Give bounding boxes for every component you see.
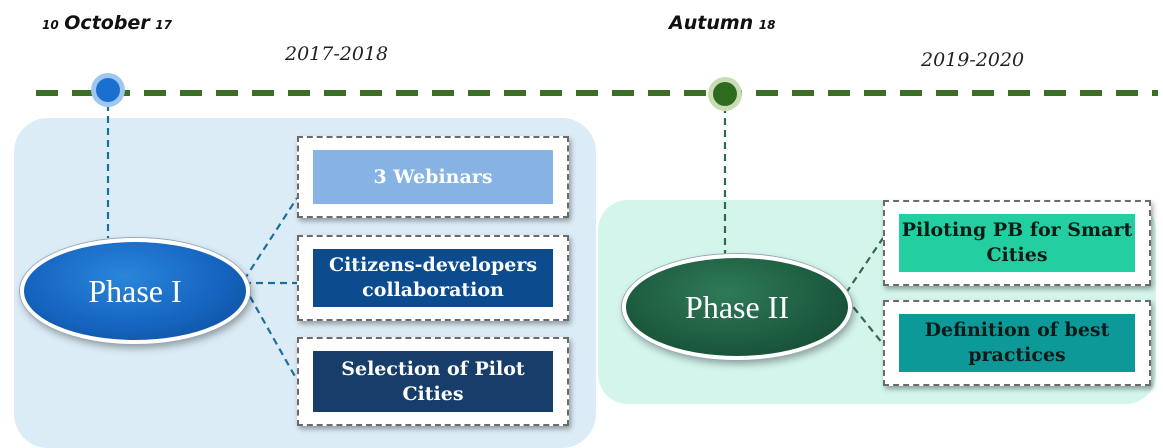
activity-piloting-frame: Piloting PB for Smart Cities — [883, 200, 1151, 286]
phase-1-connector-webinars — [243, 197, 298, 281]
milestone-1-year: 17 — [155, 18, 172, 32]
activity-citizens-developers: Citizens-developers collaboration — [313, 249, 553, 307]
phase-1-label: Phase I — [88, 272, 182, 309]
phase-2-ellipse: Phase II — [622, 254, 852, 360]
milestone-1-dot — [96, 78, 120, 102]
milestone-2-season: Autumn — [669, 12, 754, 34]
activity-webinars: 3 Webinars — [313, 150, 553, 204]
milestone-1-month: October — [64, 12, 150, 34]
activity-selection-frame: Selection of Pilot Cities — [297, 337, 569, 426]
milestone-2-year: 18 — [758, 18, 776, 32]
activity-selection-pilot-cities: Selection of Pilot Cities — [313, 351, 553, 412]
phase-2-label: Phase II — [685, 288, 789, 325]
milestone-2-label: Autumn 18 — [669, 12, 775, 34]
activity-piloting-pb: Piloting PB for Smart Cities — [899, 214, 1135, 272]
activity-best-practices-frame: Definition of best practices — [883, 300, 1151, 386]
period-1-label: 2017-2018 — [285, 43, 389, 65]
activity-best-practices: Definition of best practices — [899, 314, 1135, 372]
phase-2-connector-piloting — [845, 237, 884, 294]
milestone-2-dot — [713, 82, 737, 106]
milestone-1-label: 10 October 17 — [42, 12, 172, 34]
phase-1-ellipse: Phase I — [20, 238, 250, 344]
milestone-1-day: 10 — [42, 18, 59, 32]
period-2-label: 2019-2020 — [921, 49, 1025, 71]
activity-citizens-frame: Citizens-developers collaboration — [297, 235, 569, 321]
phase-2-connector-bestpractices — [845, 297, 884, 345]
activity-webinars-frame: 3 Webinars — [297, 136, 569, 218]
phase-1-connector-selection — [243, 285, 298, 381]
